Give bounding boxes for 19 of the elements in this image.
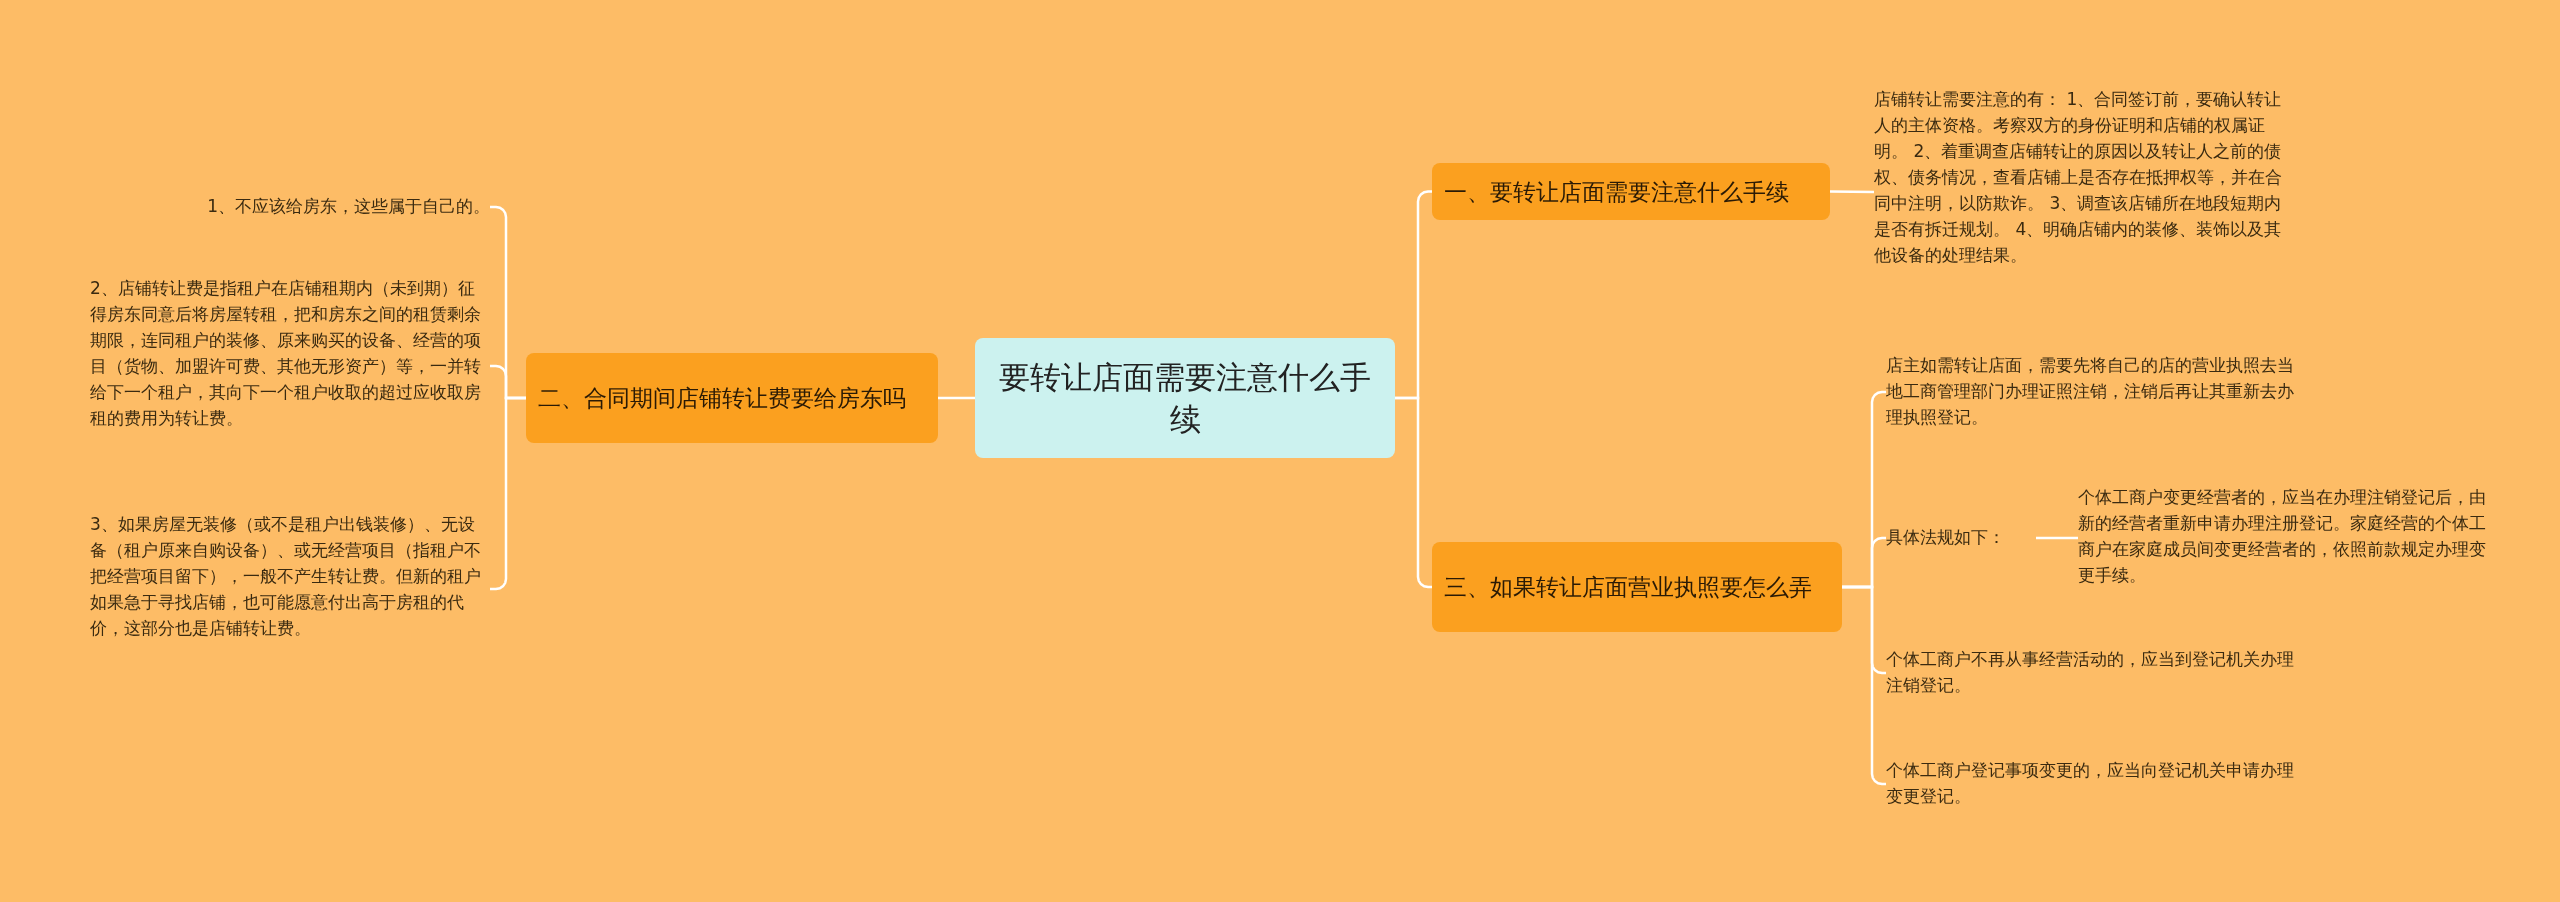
- connector-line: [938, 396, 975, 400]
- note-text: 具体法规如下：: [1886, 524, 2036, 552]
- branch-topic-box: 一、要转让店面需要注意什么手续: [1432, 163, 1830, 220]
- note-text: 个体工商户登记事项变更的，应当向登记机关申请办理变更登记。: [1886, 757, 2306, 811]
- note-text: 个体工商户不再从事经营活动的，应当到登记机关办理注销登记。: [1886, 646, 2306, 700]
- connector-line: [490, 396, 526, 591]
- note-text: 店铺转让需要注意的有： 1、合同签订前，要确认转让人的主体资格。考察双方的身份证明和店铺的权属证明。 2、着重调查店铺转让的原因以及转让人之前的债权、债务情况，查看店铺上是否存在抵押权等，并在合同中注明，以防欺诈。 3、调查该店铺所在地段短期内是否有拆迁规划。 4、明确店铺内的装修、装饰以及其他设备的处理结果。: [1874, 86, 2294, 298]
- branch-topic-box: 二、合同期间店铺转让费要给房东吗: [526, 353, 938, 443]
- branch-topic-box: 三、如果转让店面营业执照要怎么弄: [1432, 542, 1842, 632]
- connector-line: [1842, 585, 1886, 786]
- note-text: 店主如需转让店面，需要先将自己的店的营业执照去当地工商管理部门办理证照注销，注销后再让其重新去办理执照登记。: [1886, 352, 2306, 432]
- note-text: 个体工商户变更经营者的，应当在办理注销登记后，由新的经营者重新申请办理注册登记。家庭经营的个体工商户在家庭成员间变更经营者的，依照前款规定办理变更手续。: [2078, 484, 2488, 592]
- note-text: 3、如果房屋无装修（或不是租户出钱装修）、无设备（租户原来自购设备）、或无经营项目（指租户不把经营项目留下），一般不产生转让费。但新的租户如果急于寻找店铺，也可能愿意付出高于房租的代价，这部分也是店铺转让费。: [90, 511, 490, 667]
- connector-line: [2036, 536, 2078, 540]
- note-text: 2、店铺转让费是指租户在店铺租期内（未到期）征得房东同意后将房屋转租，把和房东之间的租赁剩余期限，连同租户的装修、原来购买的设备、经营的项目（货物、加盟许可费、其他无形资产）等，一并转给下一个租户，其向下一个租户收取的超过应收取房租的费用为转让费。: [90, 275, 490, 457]
- note-text: 1、不应该给房东，这些属于自己的。: [90, 193, 490, 221]
- connector-line: [1830, 190, 1874, 194]
- connector-line: [1395, 396, 1432, 589]
- central-topic-box: 要转让店面需要注意什么手续: [975, 338, 1395, 458]
